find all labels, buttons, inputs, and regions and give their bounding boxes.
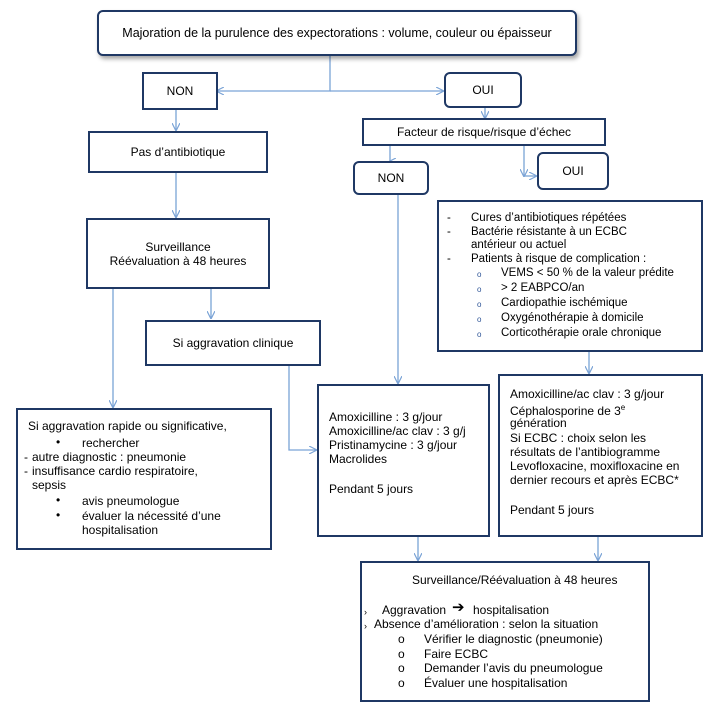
risk-item-cures: Cures d’antibiotiques répétées <box>471 212 627 224</box>
circle-bullet-icon: o <box>398 632 405 646</box>
right-arrow-icon: ➔ <box>452 599 465 616</box>
dash-icon: - <box>447 212 451 224</box>
circle-bullet-icon: o <box>398 676 405 690</box>
bullet-dot-icon: • <box>56 508 61 522</box>
circle-bullet-icon: o <box>398 661 405 675</box>
rapid-action-evaluer: évaluer la nécessité d’une <box>82 509 221 523</box>
treat-non-macrolides: Macrolides <box>329 452 388 466</box>
treat-oui-dernier-recours: dernier recours et après ECBC* <box>510 473 679 487</box>
risk-sub-cardiopathie: Cardiopathie ischémique <box>501 297 628 309</box>
final-sub-ecbc: Faire ECBC <box>424 647 489 661</box>
circle-bullet-icon: o <box>398 647 405 661</box>
circle-bullet-icon: o <box>477 330 482 339</box>
rapid-aggravation-box: Si aggravation rapide ou significative, … <box>16 408 272 550</box>
non-risk-box: NON <box>353 161 429 195</box>
treat-oui-cephalosporine: Céphalosporine de 3e <box>510 401 625 418</box>
superscript-e: e <box>620 403 626 412</box>
final-title: Surveillance/Réévaluation à 48 heures <box>412 573 618 587</box>
rapid-rechercher: rechercher <box>82 436 140 450</box>
risk-item-anterieur: antérieur ou actuel <box>471 239 567 251</box>
surveillance-line-1: Surveillance <box>145 239 211 254</box>
non-risk-label: NON <box>377 171 405 185</box>
final-surveillance-box: Surveillance/Réévaluation à 48 heures › … <box>360 561 650 702</box>
risk-sub-vems: VEMS < 50 % de la valeur prédite <box>501 267 674 279</box>
oui-risk-box: OUI <box>537 152 609 190</box>
treat-non-pristinamycine: Pristinamycine : 3 g/jour <box>329 438 458 452</box>
aggravation-clinique-text: Si aggravation clinique <box>172 336 294 350</box>
final-sub-pneumologue: Demander l’avis du pneumologue <box>424 661 603 675</box>
treat-oui-si-ecbc: Si ECBC : choix selon les <box>510 431 647 445</box>
surveillance-box: Surveillance Réévaluation à 48 heures <box>86 218 270 289</box>
arrow-bullet-icon: › <box>364 621 367 631</box>
arrow-bullet-icon: › <box>364 607 367 617</box>
aggravation-clinique-box: Si aggravation clinique <box>145 320 321 366</box>
final-hospitalisation: hospitalisation <box>473 603 550 617</box>
final-aggravation: Aggravation <box>382 603 447 617</box>
treat-oui-generation: génération <box>510 416 567 430</box>
non-main-box: NON <box>142 72 218 110</box>
circle-bullet-icon: o <box>477 300 482 309</box>
oui-main-box: OUI <box>444 72 522 108</box>
rapid-item-sepsis: sepsis <box>32 478 67 492</box>
arrow-aggravation-to-treat-non <box>288 365 316 450</box>
treat-oui-levofloxacine: Levofloxacine, moxifloxacine en <box>510 459 680 473</box>
arrow-risk-to-non <box>389 145 390 162</box>
rapid-title: Si aggravation rapide ou significative, <box>28 419 227 433</box>
risk-factor-box: Facteur de risque/risque d’échec <box>362 118 606 146</box>
oui-risk-label: OUI <box>562 164 584 178</box>
dash-icon: - <box>24 450 28 464</box>
arrow-to-non <box>217 55 331 91</box>
treat-oui-cephalosporine-text: Céphalosporine de 3 <box>510 404 621 418</box>
final-sub-evaluer: Évaluer une hospitalisation <box>424 676 568 690</box>
risk-factor-text: Facteur de risque/risque d’échec <box>396 125 572 139</box>
circle-bullet-icon: o <box>477 315 482 324</box>
treat-non-amox-clav: Amoxicilline/ac clav : 3 g/j <box>329 424 466 438</box>
dash-icon: - <box>24 464 28 478</box>
rapid-action-hospitalisation: hospitalisation <box>82 523 159 537</box>
top-question-box: Majoration de la purulence des expectora… <box>97 10 577 56</box>
rapid-action-avis: avis pneumologue <box>82 494 180 508</box>
no-antibiotic-box: Pas d’antibiotique <box>88 131 268 173</box>
risk-sub-eabpco: > 2 EABPCO/an <box>501 282 585 294</box>
surveillance-line-2: Réévaluation à 48 heures <box>109 253 247 268</box>
dash-icon: - <box>447 226 451 238</box>
final-absence: Absence d’amélioration : selon la situat… <box>374 617 599 631</box>
bullet-dot-icon: • <box>56 493 61 507</box>
top-question-text: Majoration de la purulence des expectora… <box>122 26 552 40</box>
treat-non-amoxicilline: Amoxicilline : 3 g/jour <box>329 410 443 424</box>
treat-oui-amox-clav: Amoxicilline/ac clav : 3 g/jour <box>510 387 665 401</box>
treat-non-duration: Pendant 5 jours <box>329 482 414 496</box>
circle-bullet-icon: o <box>477 270 482 279</box>
treatment-non-box: Amoxicilline : 3 g/jour Amoxicilline/ac … <box>317 384 490 537</box>
circle-bullet-icon: o <box>477 285 482 294</box>
no-antibiotic-text: Pas d’antibiotique <box>130 145 226 159</box>
rapid-item-insuffisance: insuffisance cardio respiratoire, <box>32 464 198 478</box>
risk-sub-oxygenotherapie: Oxygénothérapie à domicile <box>501 312 644 324</box>
risk-sub-corticotherapie: Corticothérapie orale chronique <box>501 327 662 339</box>
dash-icon: - <box>447 253 451 265</box>
risk-item-patients: Patients à risque de complication : <box>471 253 647 265</box>
risk-factors-list-box: - Cures d’antibiotiques répétées - Bacté… <box>437 200 703 352</box>
oui-main-label: OUI <box>472 83 494 97</box>
non-main-label: NON <box>166 84 194 98</box>
risk-item-bacterie: Bactérie résistante à un ECBC <box>471 226 627 238</box>
bullet-dot-icon: • <box>56 435 61 449</box>
final-sub-verifier: Vérifier le diagnostic (pneumonie) <box>424 632 603 646</box>
treat-oui-duration: Pendant 5 jours <box>510 503 595 517</box>
rapid-item-diagnostic: autre diagnostic : pneumonie <box>32 450 187 464</box>
treat-oui-antibiogramme: résultats de l’antibiogramme <box>510 445 661 459</box>
treatment-oui-box: Amoxicilline/ac clav : 3 g/jour Céphalos… <box>498 374 703 537</box>
